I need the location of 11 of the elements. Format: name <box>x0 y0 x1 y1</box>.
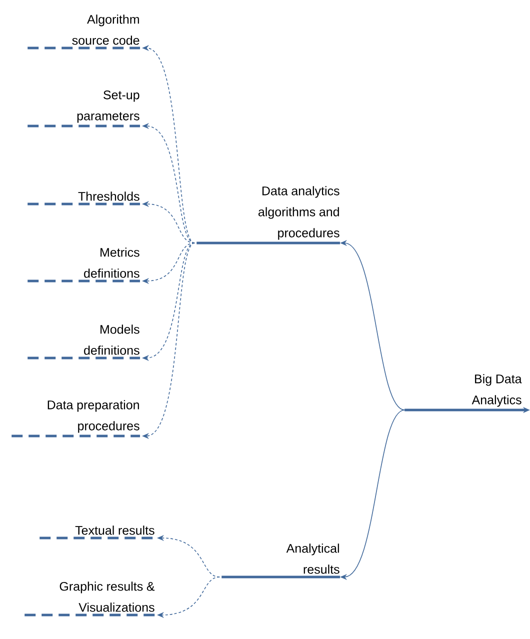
topic-label: Textual results <box>40 526 155 540</box>
topic-label: Data analytics algorithms and procedures <box>196 186 340 244</box>
topic-label: Big Data Analytics <box>404 374 522 412</box>
topic-label: Metrics definitions <box>28 248 140 282</box>
topic-label: Set-up parameters <box>28 90 140 128</box>
topic-label: Algorithm source code <box>28 14 140 50</box>
topic-label: Graphic results & Visualizations <box>24 582 155 616</box>
topic-label: Analytical results <box>222 544 340 578</box>
topic-label: Thresholds <box>28 192 140 206</box>
topic-label: Data preparation procedures <box>12 400 140 438</box>
topic-label: Models definitions <box>28 324 140 360</box>
